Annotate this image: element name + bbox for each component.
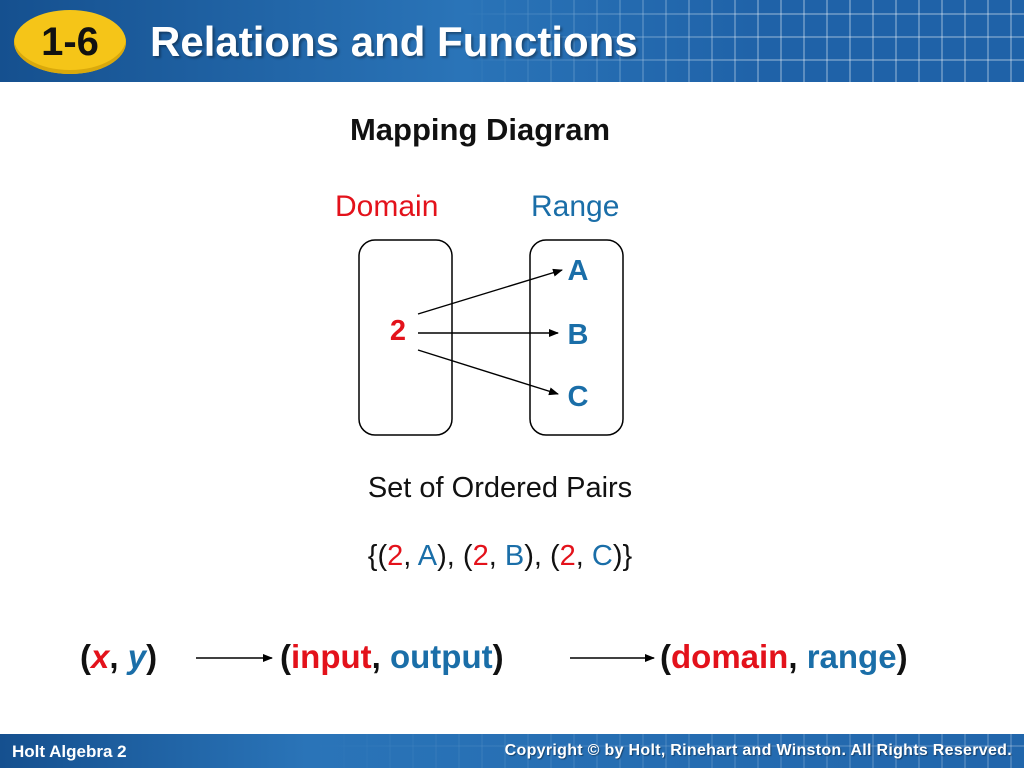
range-word: range (806, 638, 897, 675)
mapping-arrow-a (417, 268, 563, 315)
set-open-brace: { (367, 540, 378, 572)
pair-1-x: 2 (387, 540, 404, 572)
domain-word: domain (671, 638, 789, 675)
pair-2-y: B (504, 540, 525, 572)
pair-1-y: A (417, 540, 438, 572)
domain-range-pair: (domain, range) (660, 638, 908, 675)
mapping-arrow-c (417, 349, 559, 396)
page-title: Relations and Functions (150, 18, 638, 65)
xy-pair: (x, y) (80, 638, 158, 675)
range-value-c: C (568, 381, 589, 413)
range-label: Range (531, 190, 620, 223)
domain-oval (358, 239, 453, 436)
pair-2-x: 2 (472, 540, 489, 572)
y-variable: y (127, 638, 147, 675)
footer-textbook-name: Holt Algebra 2 (12, 742, 127, 761)
range-value-a: A (568, 255, 589, 287)
range-oval (529, 239, 624, 436)
mapping-diagram-heading: Mapping Diagram (349, 112, 611, 147)
ordered-pairs-heading: Set of Ordered Pairs (367, 472, 633, 504)
x-variable: x (91, 638, 110, 675)
correspondence-line: (x, y) (input, output) (domain, range) (0, 638, 1024, 688)
header-banner: 1-6 Relations and Functions (0, 0, 1024, 82)
pair-3-y: C (591, 540, 613, 572)
pair-3-x: 2 (559, 540, 576, 572)
footer-banner: Holt Algebra 2 Copyright © by Holt, Rine… (0, 734, 1024, 768)
set-close-brace: } (622, 540, 633, 572)
range-value-b: B (568, 319, 589, 351)
domain-label: Domain (335, 190, 439, 223)
output-word: output (389, 638, 493, 675)
input-output-pair: (input, output) (280, 638, 504, 675)
footer-copyright: Copyright © by Holt, Rinehart and Winsto… (504, 742, 1012, 759)
domain-value: 2 (390, 315, 406, 347)
input-word: input (291, 638, 372, 675)
lesson-badge: 1-6 (14, 10, 126, 74)
ordered-pairs-set: {(2, A), (2, B), (2, C)} (367, 540, 633, 572)
